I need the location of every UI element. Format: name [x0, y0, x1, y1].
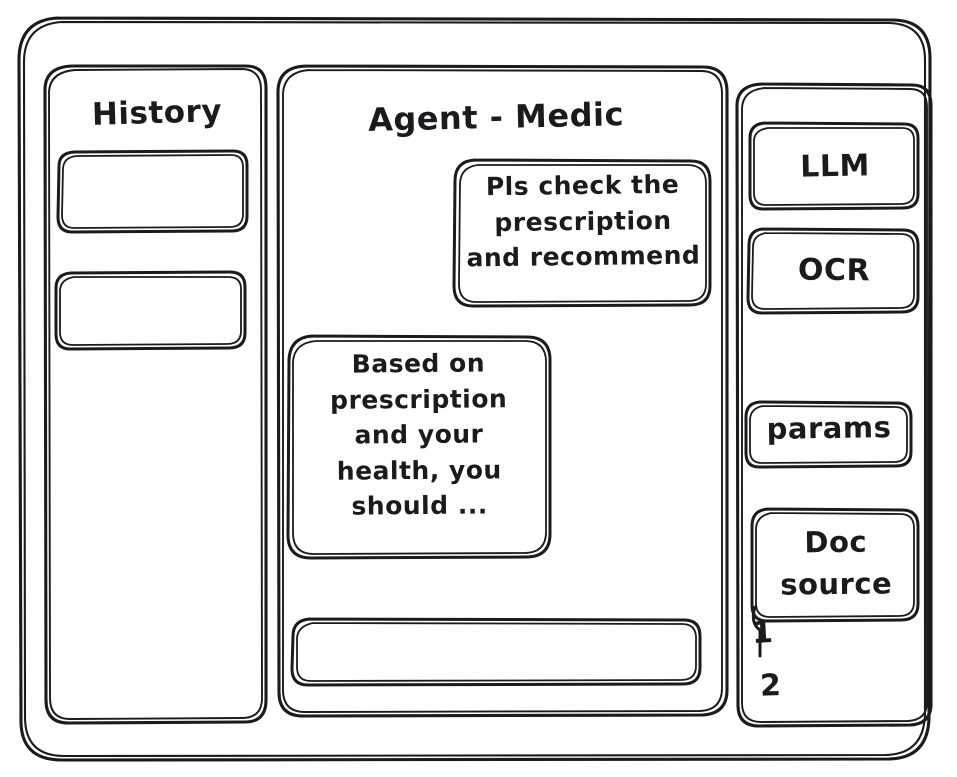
tool-llm-button[interactable]: [750, 123, 919, 210]
tool-params-button[interactable]: [746, 402, 912, 468]
history-item-2[interactable]: [56, 272, 246, 350]
tool-ocr-button[interactable]: [748, 229, 919, 314]
user-message-bubble: [454, 160, 711, 307]
history-item-1[interactable]: [58, 151, 248, 233]
assistant-message-bubble: [288, 336, 551, 559]
doc-source-item-2[interactable]: [756, 664, 816, 706]
composer-input[interactable]: [292, 619, 701, 686]
tool-doc-source-button[interactable]: [752, 509, 919, 622]
doc-source-item-1[interactable]: [750, 612, 810, 652]
